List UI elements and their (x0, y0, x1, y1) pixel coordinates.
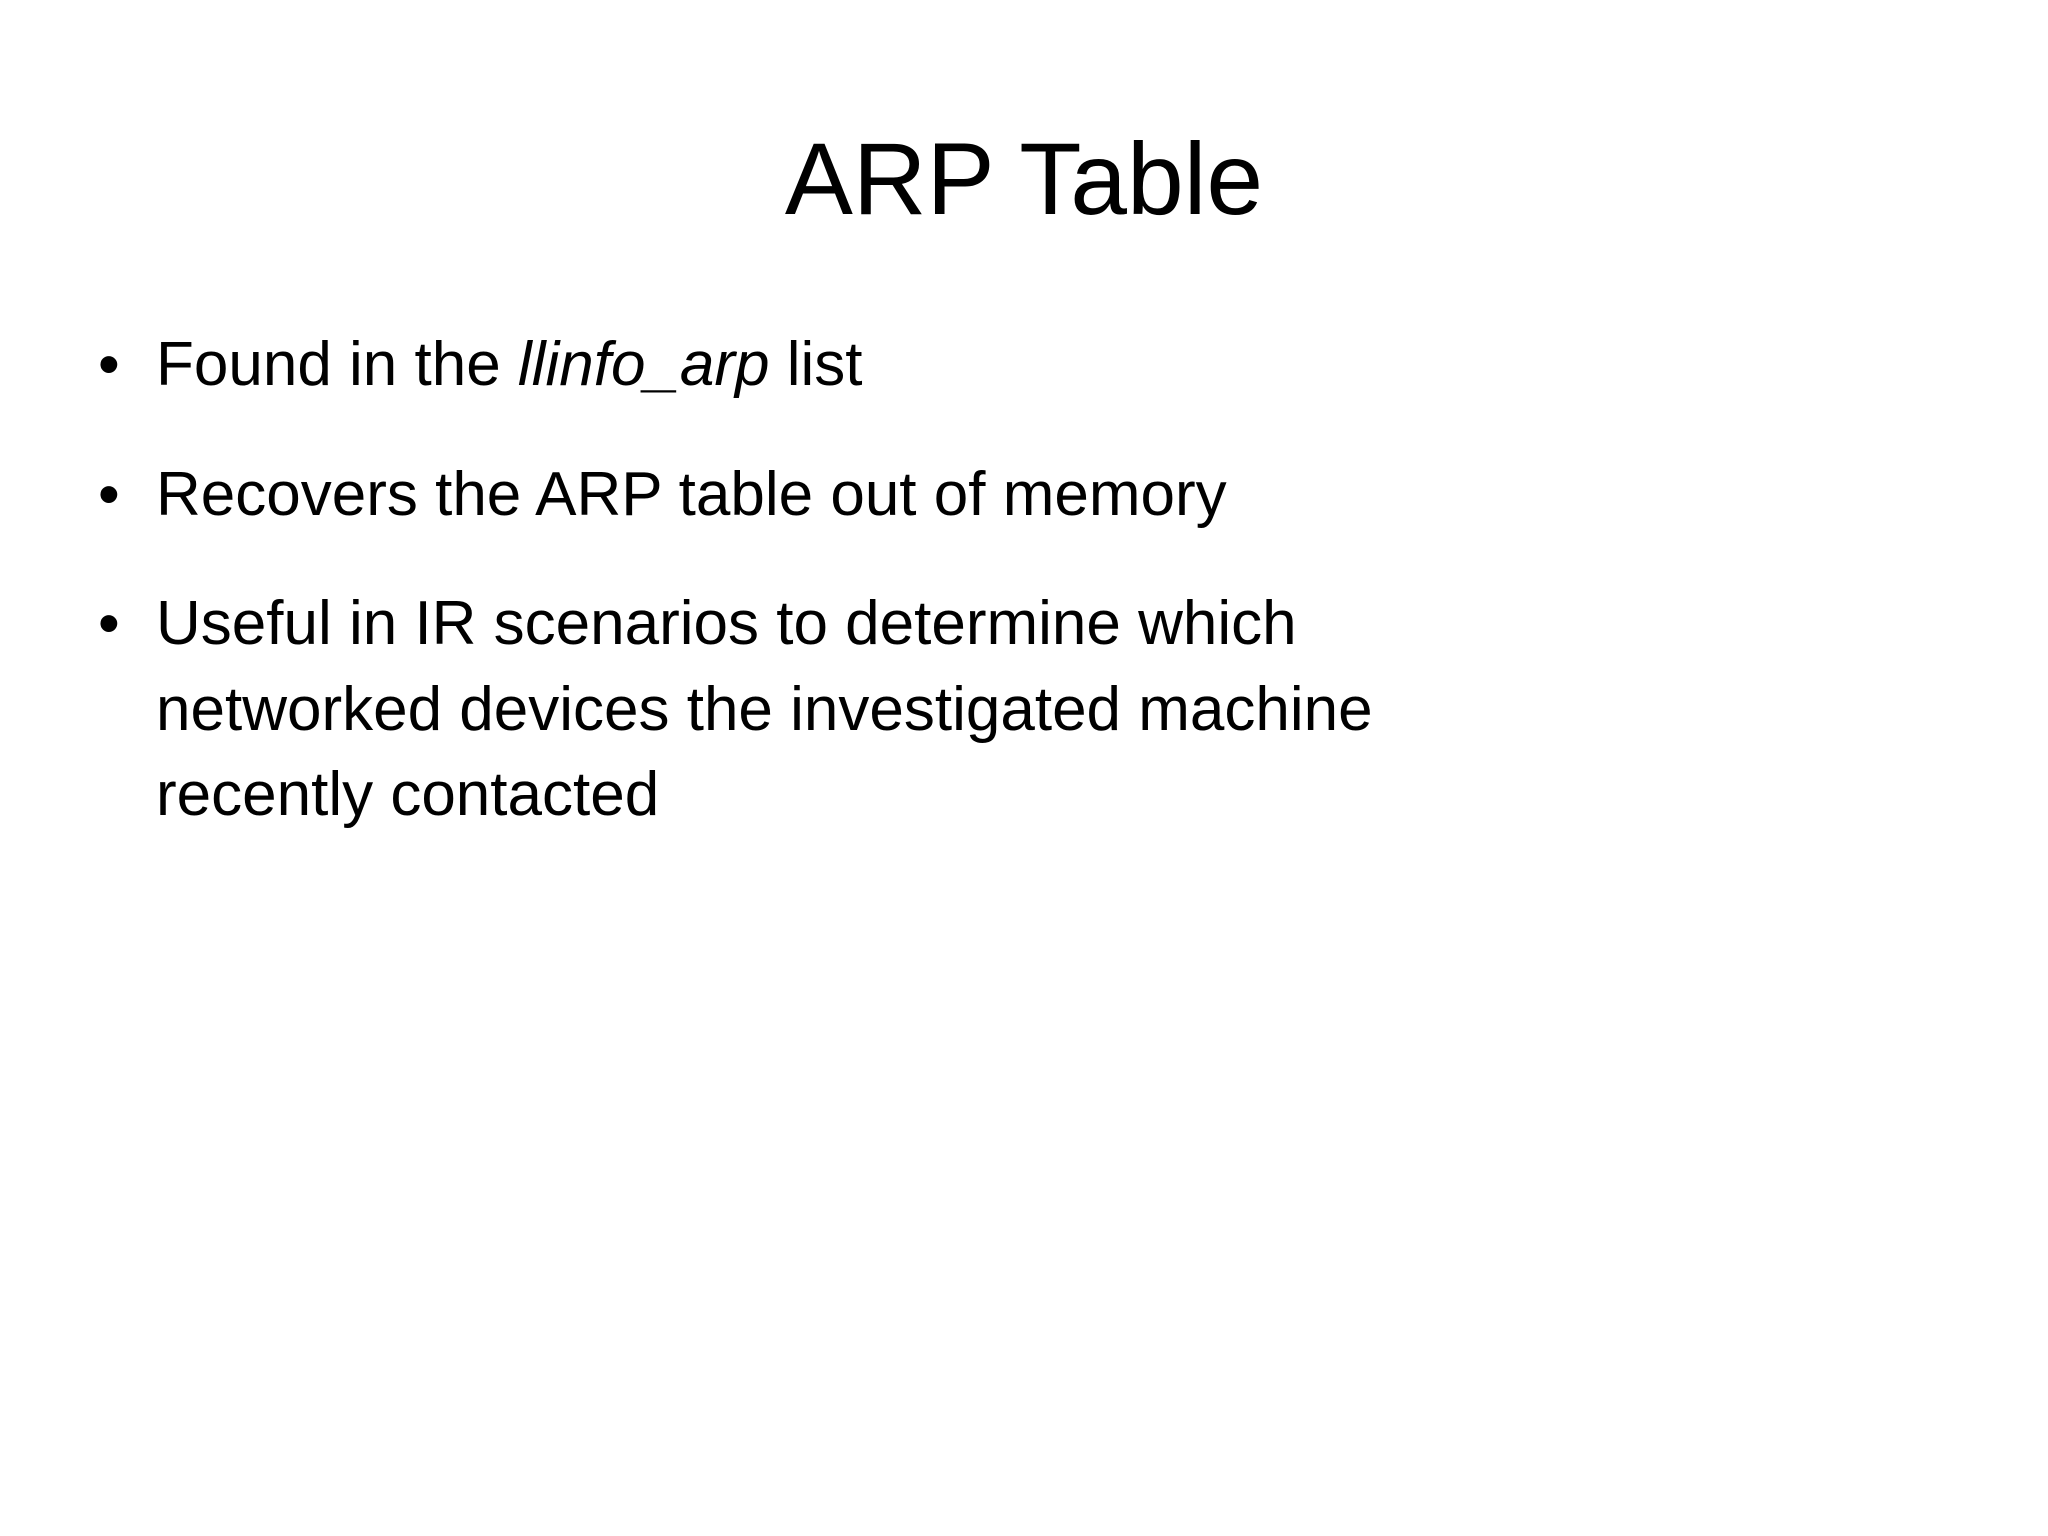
bullet-icon: • (98, 330, 120, 399)
bullet-text: Useful in IR scenarios to determine whic… (156, 581, 1658, 838)
text-run: Useful in IR scenarios to determine whic… (156, 589, 1373, 830)
bullet-text: Recovers the ARP table out of memory (156, 452, 1658, 538)
bullet-text: Found in the llinfo_arp list (156, 322, 1658, 408)
text-run: Found in the (156, 330, 518, 399)
text-run-italic: llinfo_arp (517, 330, 770, 399)
slide-title: ARP Table (784, 122, 1264, 236)
list-item: • Useful in IR scenarios to determine wh… (98, 581, 1658, 838)
text-run: list (769, 330, 863, 399)
list-item: • Recovers the ARP table out of memory (98, 452, 1658, 538)
list-item: • Found in the llinfo_arp list (98, 322, 1658, 408)
bullet-icon: • (98, 459, 120, 529)
text-run: Recovers the ARP table out of memory (156, 459, 1227, 529)
bullet-icon: • (98, 589, 120, 659)
bullet-list: • Found in the llinfo_arp list • Recover… (98, 322, 1658, 882)
